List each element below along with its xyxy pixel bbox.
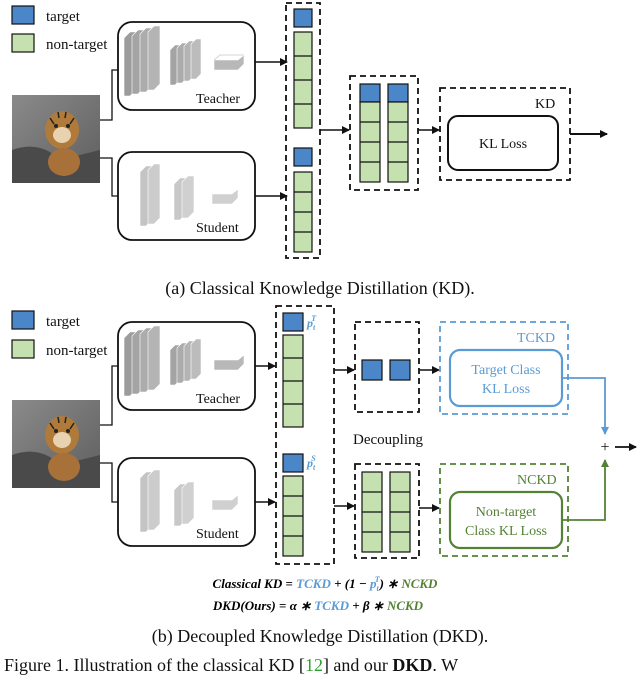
student-probabilities-top: [387, 83, 409, 183]
input-image-tiger-bottom: [12, 400, 100, 488]
nckd-loss-box: [448, 490, 564, 550]
legend-nontarget-label-b: non-target: [46, 343, 108, 359]
tckd-container: [439, 321, 569, 415]
legend-target-swatch-b: [11, 310, 35, 330]
legend-nontarget-swatch: [11, 33, 35, 53]
legend-target-label-b: target: [46, 314, 81, 330]
teacher-label-top: Teacher: [196, 92, 240, 107]
tckd-loss-box: [448, 348, 564, 408]
student-nontarget-probabilities: [389, 471, 411, 553]
tckd-label: TCKD: [517, 331, 555, 346]
student-target-probability: [389, 359, 411, 381]
p-teacher-label: ptT: [306, 314, 317, 332]
nckd-loss-line1: Non-target: [476, 505, 536, 520]
teacher-logits-bottom: [282, 312, 304, 428]
student-logits-top: [293, 147, 313, 253]
teacher-target-probability: [361, 359, 383, 381]
caption-a: (a) Classical Knowledge Distillation (KD…: [165, 278, 474, 299]
logits-container-bottom: [275, 305, 335, 565]
p-student-label: ptS: [306, 454, 316, 472]
input-image-tiger-top: [12, 95, 100, 183]
tckd-loss-line2: KL Loss: [482, 382, 530, 397]
nckd-label: NCKD: [517, 473, 557, 488]
legend-target-label: target: [46, 9, 81, 25]
kl-loss-box: [447, 115, 559, 171]
legend-nontarget-swatch-b: [11, 339, 35, 359]
teacher-logits-top: [293, 8, 313, 129]
nckd-container: [439, 463, 569, 557]
teacher-label-bottom: Teacher: [196, 392, 240, 407]
target-probabilities-container: [354, 321, 420, 413]
legend-target-swatch: [11, 5, 35, 25]
decoupling-label: Decoupling: [353, 432, 423, 448]
probabilities-container-top: [349, 75, 419, 191]
tckd-loss-line1: Target Class: [471, 363, 540, 378]
kd-label: KD: [535, 97, 555, 112]
connector-image-teacher-bottom: [100, 365, 118, 426]
connector-image-student-bottom: [100, 462, 118, 503]
nckd-loss-line2: Class KL Loss: [465, 524, 547, 539]
teacher-layer-blocks-top: [123, 25, 245, 97]
student-logits-bottom: [282, 453, 304, 557]
student-layer-blocks-top: [139, 163, 239, 227]
nontarget-probabilities-container: [354, 463, 420, 559]
student-label-bottom: Student: [196, 527, 239, 542]
student-layer-blocks-bottom: [139, 469, 239, 533]
teacher-probabilities-top: [359, 83, 381, 183]
legend-nontarget-label: non-target: [46, 37, 108, 53]
figure-caption: Figure 1. Illustration of the classical …: [4, 655, 458, 675]
kl-loss-label: KL Loss: [479, 137, 527, 152]
teacher-layer-blocks-bottom: [123, 325, 245, 397]
equation-dkd: DKD(Ours) = α ∗ TCKD + β ∗ NCKD: [212, 598, 424, 613]
teacher-nontarget-probabilities: [361, 471, 383, 553]
connector-image-teacher-top: [100, 69, 118, 121]
arrow-nckd-to-sum: [562, 459, 609, 521]
caption-b: (b) Decoupled Knowledge Distillation (DK…: [152, 626, 488, 647]
student-label-top: Student: [196, 221, 239, 236]
equation-classical-kd: Classical KD = TCKD + (1 − ptT) ∗ NCKD: [213, 575, 439, 593]
connector-image-student-top: [100, 157, 118, 197]
arrow-tckd-to-sum: [562, 377, 609, 435]
sum-plus-sign: +: [600, 439, 609, 456]
